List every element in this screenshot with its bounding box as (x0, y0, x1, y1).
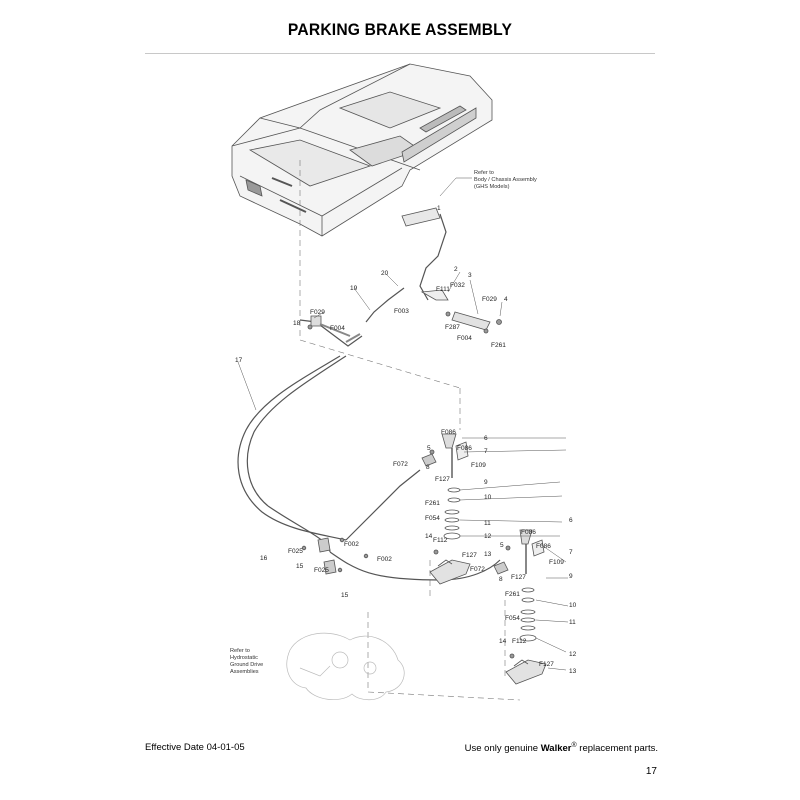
callout-label: F086 (521, 529, 536, 536)
callout-label: 15 (296, 563, 304, 570)
callouts: 1 2 3 4 F111 F032 F029 F287 F004 F261 20… (235, 205, 577, 675)
callout-label: 9 (484, 479, 488, 486)
callout-label: F025 (314, 567, 329, 574)
callout-label: 14 (499, 638, 507, 645)
callout-label: F054 (425, 515, 440, 522)
title-rule (145, 53, 655, 54)
svg-text:Refer to: Refer to (474, 170, 494, 176)
callout-label: F029 (482, 296, 497, 303)
callout-label: F127 (462, 552, 477, 559)
brake-linkage-upper (421, 433, 471, 585)
callout-label: 15 (341, 592, 349, 599)
callout-label: 10 (484, 494, 492, 501)
callout-label: 12 (484, 533, 492, 540)
callout-label: 13 (484, 551, 492, 558)
callout-label: F025 (288, 548, 303, 555)
footer-tagline: Use only genuine Walker® replacement par… (465, 742, 658, 754)
hydrostatic-drive-illustration (286, 632, 405, 701)
cable-clamps (301, 537, 369, 575)
callout-label: 3 (468, 272, 472, 279)
callout-label: F032 (450, 282, 465, 289)
callout-label: 18 (293, 320, 301, 327)
callout-label: 12 (569, 651, 577, 658)
brake-linkage-lower (493, 529, 547, 685)
callout-label: 1 (437, 205, 441, 212)
callout-label: 20 (381, 270, 389, 277)
callout-label: F086 (441, 429, 456, 436)
callout-label: F004 (330, 325, 345, 332)
callout-label: 19 (350, 285, 358, 292)
callout-label: F261 (491, 342, 506, 349)
callout-label: F112 (433, 537, 448, 544)
callout-label: F002 (344, 541, 359, 548)
effective-date: Effective Date 04-01-05 (145, 742, 245, 753)
registered-mark: ® (571, 742, 577, 749)
callout-label: F261 (425, 500, 440, 507)
brake-cable-upper (299, 287, 405, 347)
callout-label: 13 (569, 668, 577, 675)
svg-text:(GHS Models): (GHS Models) (474, 184, 510, 190)
callout-label: F004 (457, 335, 472, 342)
page-number: 17 (645, 766, 657, 777)
callout-label: F086 (536, 543, 551, 550)
svg-text:Body / Chassis Assembly: Body / Chassis Assembly (474, 177, 537, 183)
note-body-chassis: Refer to Body / Chassis Assembly (GHS Mo… (474, 170, 537, 190)
brand-name: Walker (540, 743, 572, 755)
callout-label: 7 (569, 549, 573, 556)
callout-label: F072 (393, 461, 408, 468)
callout-label: 10 (569, 602, 577, 609)
page-title: PARKING BRAKE ASSEMBLY (287, 20, 513, 39)
callout-label: F086 (457, 445, 472, 452)
callout-label: F127 (435, 476, 450, 483)
callout-label: F127 (539, 661, 554, 668)
brake-cable-loop (237, 355, 501, 581)
callout-label: 7 (484, 448, 488, 455)
callout-label: 9 (569, 573, 573, 580)
callout-label: F109 (549, 559, 564, 566)
callout-label: 4 (504, 296, 508, 303)
callout-label: F111 (436, 286, 450, 293)
svg-text:Refer to: Refer to (230, 648, 250, 654)
body-chassis-illustration (231, 63, 493, 237)
callout-label: 5 (500, 542, 504, 549)
callout-label: 8 (499, 576, 503, 583)
callout-label: 2 (454, 266, 458, 273)
callout-label: 14 (425, 533, 433, 540)
svg-text:Hydrostatic: Hydrostatic (230, 655, 258, 661)
callout-label: F003 (394, 308, 409, 315)
callout-label: F072 (470, 566, 485, 573)
callout-label: F002 (377, 556, 392, 563)
callout-label: 11 (484, 520, 491, 527)
callout-label: F287 (445, 324, 460, 331)
callout-label: 8 (426, 464, 430, 471)
callout-label: F109 (471, 462, 486, 469)
callout-label: 17 (235, 357, 243, 364)
svg-text:Assemblies: Assemblies (230, 669, 259, 675)
callout-label: 16 (260, 555, 268, 562)
brake-handle-illustration (401, 207, 502, 334)
callout-label: F029 (310, 309, 325, 316)
svg-text:Ground Drive: Ground Drive (230, 662, 263, 668)
callout-label: F112 (512, 638, 527, 645)
callout-label: 5 (427, 445, 431, 452)
callout-label: 6 (569, 517, 573, 524)
footer-prefix: Use only genuine (464, 743, 541, 755)
callout-label: 6 (484, 435, 488, 442)
callout-label: 11 (569, 619, 576, 626)
callout-label: F261 (505, 591, 520, 598)
callout-label: F127 (511, 574, 526, 581)
note-hydrostatic: Refer to Hydrostatic Ground Drive Assemb… (230, 648, 263, 675)
callout-label: F054 (505, 615, 520, 622)
footer-suffix: replacement parts. (576, 743, 658, 755)
